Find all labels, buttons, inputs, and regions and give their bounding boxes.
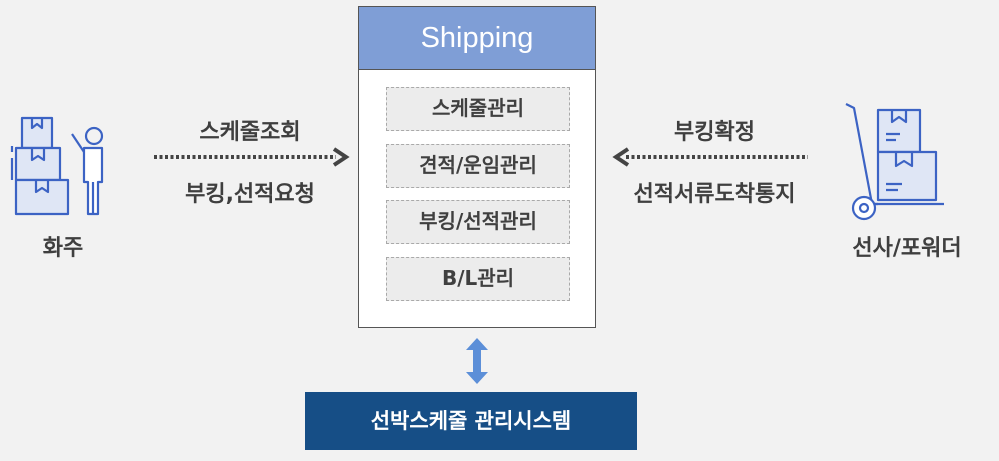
module-schedule: 스케줄관리 (386, 87, 570, 131)
module-bl: B/L관리 (386, 257, 570, 301)
shipping-title: Shipping (359, 7, 595, 70)
left-flow-arrow (154, 147, 350, 167)
shipping-box: Shipping 스케줄관리 견적/운임관리 부킹/선적관리 B/L관리 (358, 6, 596, 328)
module-booking-shipment: 부킹/선적관리 (386, 200, 570, 244)
right-flow-bottom-label: 선적서류도착통지 (633, 182, 796, 207)
shipper-label: 화주 (42, 236, 84, 261)
carrier-label: 선사/포워더 (852, 236, 962, 261)
carrier-icon (845, 103, 944, 221)
right-flow-top-label: 부킹확정 (674, 120, 755, 145)
left-flow-top-label: 스케줄조회 (199, 120, 301, 145)
shipper-icon (10, 116, 104, 216)
module-quote-freight: 견적/운임관리 (386, 144, 570, 188)
bidirectional-arrow (466, 338, 488, 384)
schedule-system-box: 선박스케줄 관리시스템 (305, 392, 637, 450)
right-flow-arrow (612, 147, 808, 167)
left-flow-bottom-label: 부킹,선적요청 (185, 182, 315, 207)
